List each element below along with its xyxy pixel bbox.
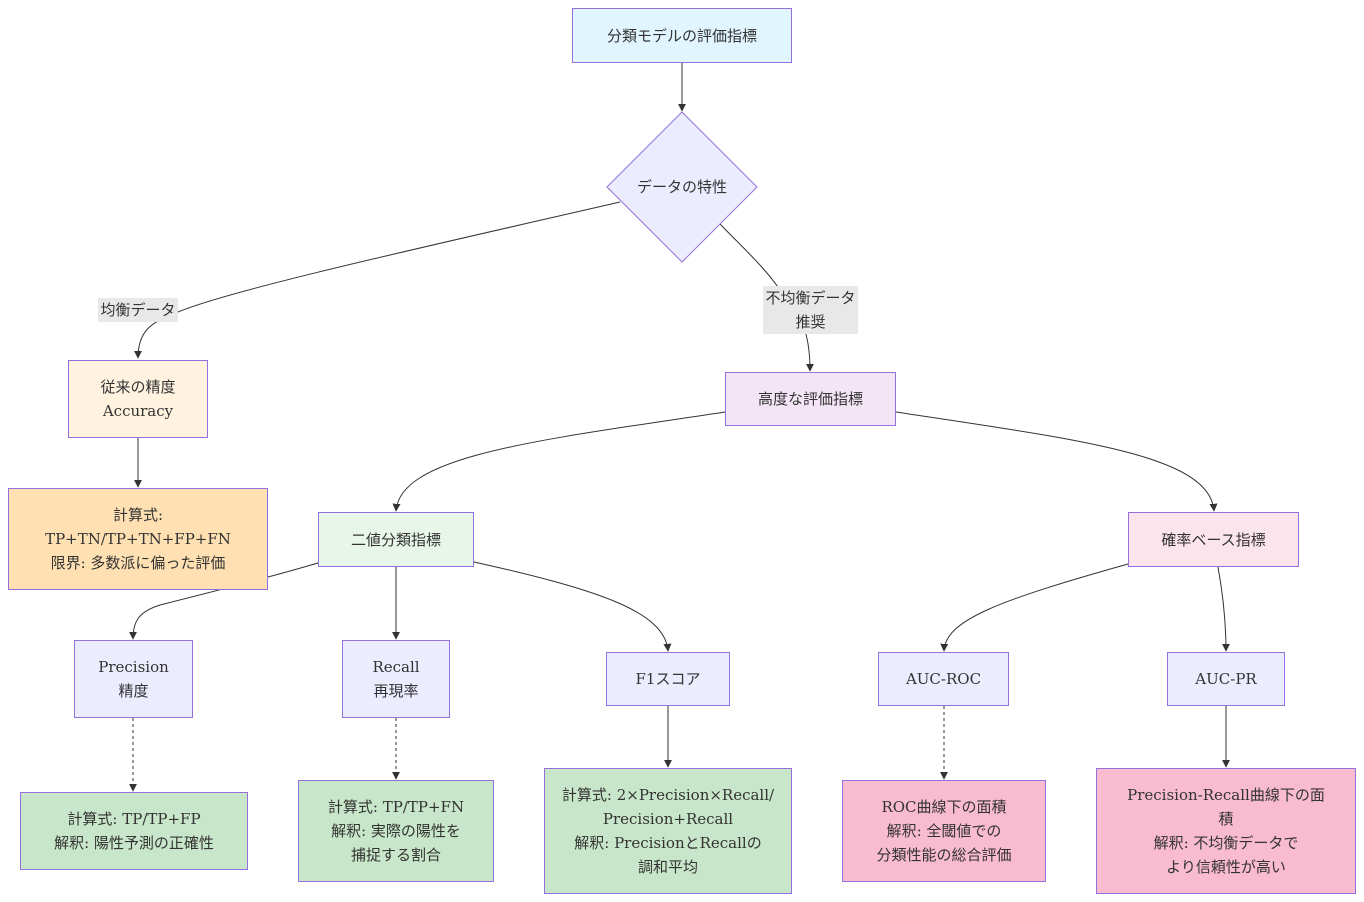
text-line: Precision (98, 658, 169, 676)
edge-advanced-to-prob (895, 411, 1218, 512)
text-line: 不均衡データ (765, 289, 856, 307)
text-line: 解釈: 陽性予測の正確性 (54, 834, 214, 852)
text-line: 高度な評価指標 (757, 390, 863, 408)
text-line: 調和平均 (637, 858, 698, 876)
text-line: 従来の精度 (100, 378, 176, 396)
text-line: F1スコア (635, 670, 701, 688)
text-line: TP+TN/TP+TN+FP+FN (45, 530, 231, 548)
text-line: 捕捉する割合 (350, 846, 441, 864)
edge-data-char-to-accuracy (134, 201, 621, 359)
text-line: 積 (1218, 810, 1234, 828)
edge-prob-to-aucpr (1217, 566, 1230, 652)
precision-detail-node: 計算式: TP/TP+FP 解釈: 陽性予測の正確性 (20, 792, 248, 870)
binary-metrics-node: 二値分類指標 (318, 512, 474, 567)
text-line: 分類モデルの評価指標 (606, 26, 757, 45)
recall-detail-node: 計算式: TP/TP+FN 解釈: 実際の陽性を捕捉する割合 (298, 780, 494, 882)
advanced-metrics-node: 高度な評価指標 (725, 372, 896, 426)
edge-label-balanced: 均衡データ (98, 298, 178, 322)
text-line: 解釈: 全閾値での (886, 822, 1002, 840)
text-line: AUC-ROC (905, 670, 982, 688)
text-line: より信頼性が高い (1166, 858, 1286, 876)
text-line: Precision-Recall曲線下の面 (1127, 786, 1325, 804)
text-line: 分類性能の総合評価 (876, 846, 1012, 864)
accuracy-node: 従来の精度 Accuracy (68, 360, 208, 438)
auc-roc-node: AUC-ROC (878, 652, 1009, 706)
text-line: 限界: 多数派に偏った評価 (50, 554, 226, 572)
text-line: 精度 (118, 682, 149, 700)
text-line: 確率ベース指標 (1161, 530, 1266, 549)
f1-score-node: F1スコア (606, 652, 730, 706)
text-line: 解釈: PrecisionとRecallの (574, 834, 762, 852)
data-char-label: データの特性 (607, 175, 757, 199)
text-line: 計算式: TP/TP+FP (67, 810, 201, 828)
text-line: 計算式: 2×Precision×Recall/ (561, 786, 775, 804)
text-line: 均衡データ (100, 301, 176, 319)
text-line: 再現率 (373, 682, 419, 700)
edge-advanced-to-binary (392, 411, 726, 512)
text-line: 解釈: 実際の陽性を (331, 822, 461, 840)
f1-detail-node: 計算式: 2×Precision×Recall/Precision+Recall… (544, 768, 792, 894)
auc-pr-node: AUC-PR (1167, 652, 1285, 706)
title-node: 分類モデルの評価指標 (572, 8, 792, 63)
text-line: 二値分類指標 (350, 530, 441, 549)
text-line: データの特性 (636, 178, 727, 196)
auc-pr-detail-node: Precision-Recall曲線下の面積解釈: 不均衡データでより信頼性が高… (1096, 768, 1356, 894)
data-char-diamond (606, 111, 758, 263)
text-line: 計算式: (112, 506, 164, 524)
accuracy-detail-node: 計算式: TP+TN/TP+TN+FP+FN 限界: 多数派に偏った評価 (8, 488, 268, 590)
text-line: 解釈: 不均衡データで (1153, 834, 1299, 852)
recall-node: Recall 再現率 (342, 640, 450, 718)
text-line: AUC-PR (1195, 670, 1257, 688)
text-line: Precision+Recall (602, 810, 734, 828)
edge-prob-to-aucroc (940, 563, 1129, 652)
text-line: ROC曲線下の面積 (881, 798, 1007, 816)
precision-node: Precision 精度 (74, 640, 193, 718)
edge-binary-to-f1 (473, 561, 672, 652)
edge-label-imbalanced: 不均衡データ推奨 (763, 286, 858, 334)
text-line: Recall (372, 658, 420, 676)
text-line: 推奨 (795, 313, 826, 331)
probability-metrics-node: 確率ベース指標 (1128, 512, 1299, 567)
text-line: 計算式: TP/TP+FN (327, 798, 465, 816)
edge-binary-to-precision (129, 562, 319, 640)
auc-roc-detail-node: ROC曲線下の面積解釈: 全閾値での分類性能の総合評価 (842, 780, 1046, 882)
text-line: Accuracy (102, 402, 174, 420)
